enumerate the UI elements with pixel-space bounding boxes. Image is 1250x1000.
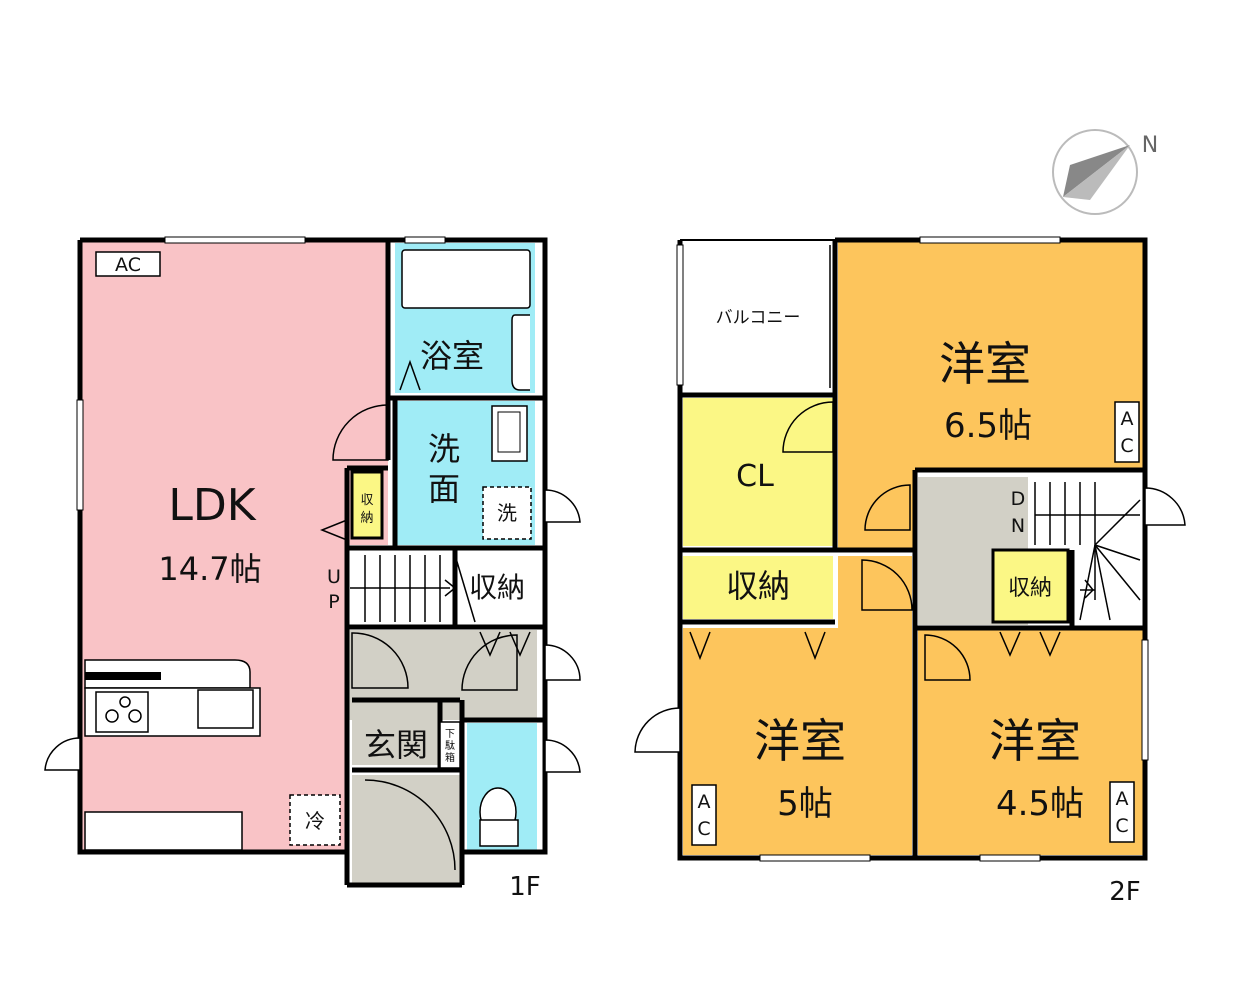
ldk-size: 14.7帖	[158, 550, 261, 588]
storage-a-name: 収納	[726, 567, 790, 605]
ac-2f-c-1: A	[1116, 788, 1129, 810]
ac-2f-a-2: C	[1120, 435, 1133, 457]
entrance-name: 玄関	[364, 726, 428, 764]
room-a-name: 洋室	[939, 337, 1031, 391]
compass-icon	[1052, 129, 1138, 215]
small-storage-label-2: 納	[360, 511, 373, 526]
storage-1f-area	[456, 553, 536, 625]
stairs-up-p: P	[328, 591, 339, 613]
balcony-name: バルコニー	[716, 308, 801, 328]
bath-name: 浴室	[420, 337, 484, 375]
room-b-name: 洋室	[754, 714, 846, 768]
small-storage-label-1: 収	[360, 493, 373, 508]
ac-2f-b-1: A	[698, 791, 711, 813]
ac-2f-c-2: C	[1115, 815, 1128, 837]
washroom-name-2: 面	[428, 470, 460, 508]
ac-1f-label: AC	[115, 254, 141, 276]
room-b-size: 5帖	[777, 784, 833, 824]
ldk-name: LDK	[168, 480, 256, 531]
fridge-label: 冷	[305, 809, 325, 833]
room-a-size: 6.5帖	[944, 406, 1032, 446]
storage-b-name: 収納	[1008, 576, 1052, 601]
second-floor-label: 2F	[1109, 877, 1141, 907]
small-storage-area	[350, 470, 384, 540]
shoe-box-label-2: 駄	[445, 739, 455, 752]
compass-north-label: N	[1142, 133, 1158, 158]
entrance-area	[352, 695, 440, 765]
stairs-up-u: U	[327, 566, 341, 588]
washroom-name-1: 洗	[428, 430, 460, 468]
closet-name: CL	[736, 459, 774, 494]
storage-1f-name: 収納	[469, 571, 525, 604]
shoe-box-label-1: 下	[445, 729, 455, 740]
room-c-size: 4.5帖	[996, 784, 1084, 824]
first-floor-plan	[44, 236, 581, 888]
washer-label: 洗	[497, 501, 517, 525]
stairs-1f-area	[347, 553, 452, 625]
stairs-dn-d: D	[1011, 488, 1026, 510]
second-floor-plan	[634, 236, 1186, 862]
ac-2f-b-2: C	[697, 818, 710, 840]
first-floor-label: 1F	[509, 872, 541, 902]
shoe-box-label-3: 箱	[445, 751, 455, 764]
entrance-floor	[352, 775, 460, 885]
ac-2f-a-1: A	[1121, 408, 1134, 430]
stairs-dn-n: N	[1011, 515, 1025, 537]
room-c-name: 洋室	[989, 714, 1081, 768]
ldk-area	[80, 240, 388, 852]
